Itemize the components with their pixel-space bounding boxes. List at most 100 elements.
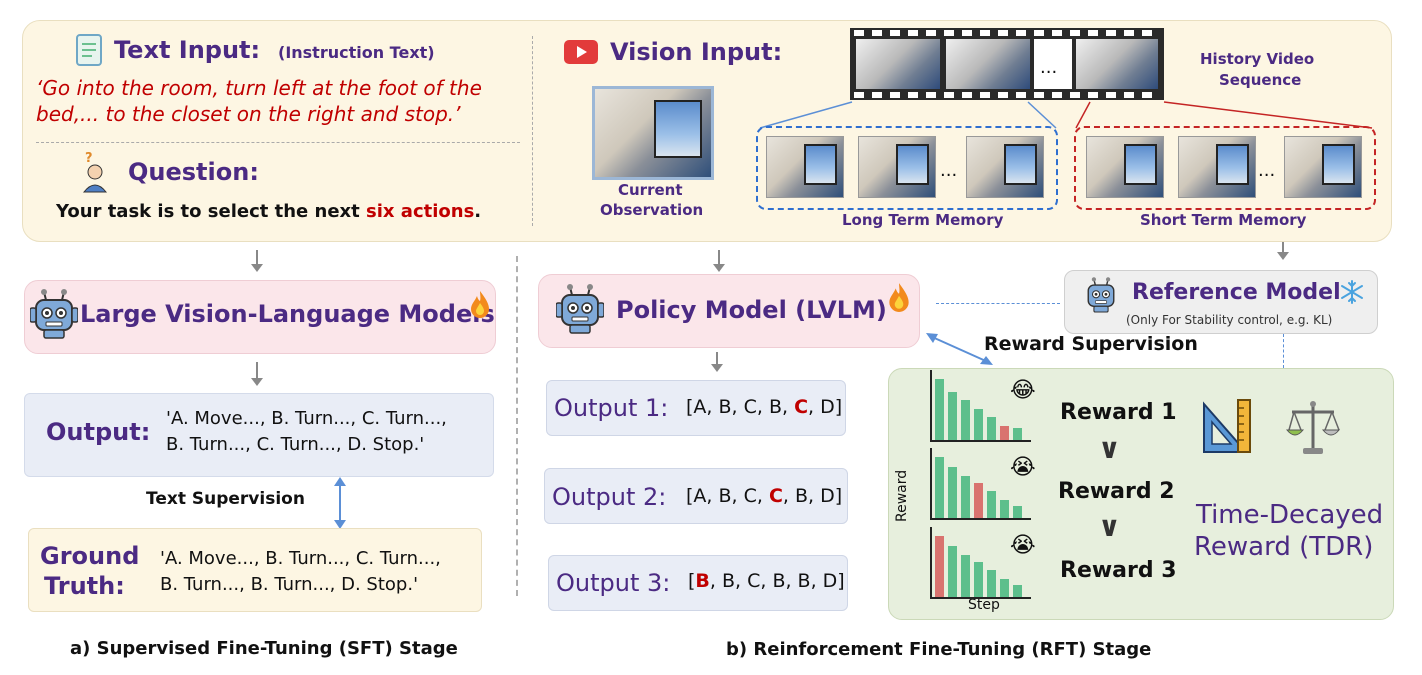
film-frame-ellipsis: ... xyxy=(1034,39,1072,89)
tdr-panel xyxy=(888,368,1394,620)
output-1-actions: [A, B, C, B, C, D] xyxy=(686,396,842,418)
reward-chart-1-bar-1 xyxy=(935,379,944,440)
ltm-frame-1 xyxy=(766,136,844,198)
output-2-post: , B, D] xyxy=(782,485,843,507)
emoji-cry-icon-2: 😭 xyxy=(1010,533,1036,558)
reward-chart-1-bar-6 xyxy=(1000,426,1009,440)
ltm-frame-2 xyxy=(858,136,936,198)
reward-chart-2-bar-5 xyxy=(987,491,996,518)
text-input-subtitle: (Instruction Text) xyxy=(278,43,435,62)
reward-chart-2-bar-2 xyxy=(948,467,957,518)
ground-truth-label-1: Ground xyxy=(40,542,140,570)
current-observation-label-1: Current xyxy=(618,181,683,199)
question-highlight: six actions xyxy=(366,201,475,222)
reward-chart-3-bar-4 xyxy=(974,562,983,597)
arrow-lvlm-to-output xyxy=(251,362,263,386)
policy-flame-icon xyxy=(888,282,910,312)
tdr-label-2: Reward (TDR) xyxy=(1194,532,1374,562)
current-observation-label-2: Observation xyxy=(600,201,704,219)
sft-output-box xyxy=(24,393,494,477)
reference-model-subtitle: (Only For Stability control, e.g. KL) xyxy=(1126,313,1333,327)
reward-chart-2-bar-3 xyxy=(961,476,970,518)
reward-chart-3-bar-1 xyxy=(935,536,944,597)
stage-divider xyxy=(516,256,518,596)
sft-output-line-2: B. Turn..., C. Turn..., D. Stop.' xyxy=(166,434,425,455)
film-sprocket-top xyxy=(854,30,1160,36)
question-prefix: Your task is to select the next xyxy=(56,201,367,222)
current-observation-image xyxy=(592,86,714,180)
output-2-label: Output 2: xyxy=(552,483,667,511)
film-frame-2 xyxy=(946,39,1030,89)
question-person-icon: ? xyxy=(80,150,110,194)
text-supervision-arrow xyxy=(334,477,346,529)
reward-3-label: Reward 3 xyxy=(1060,558,1177,583)
ground-truth-box xyxy=(28,528,482,612)
reward-chart-1-axis xyxy=(930,370,1031,442)
output-1-label: Output 1: xyxy=(554,394,669,422)
arrow-input-to-lvlm xyxy=(251,250,263,272)
output-2-pre: [A, B, C, xyxy=(686,485,769,507)
reward-supervision-arrow xyxy=(926,333,993,365)
arrow-input-to-reference xyxy=(1277,242,1289,260)
rft-caption: b) Reinforcement Fine-Tuning (RFT) Stage xyxy=(726,639,1152,660)
short-term-memory-box xyxy=(1074,126,1376,210)
output-3-box xyxy=(548,555,848,611)
reward-chart-1-bar-2 xyxy=(948,392,957,440)
reference-model-box xyxy=(1064,270,1378,334)
tdr-label-1: Time-Decayed xyxy=(1196,500,1384,530)
stm-frame-1 xyxy=(1086,136,1164,198)
reward-chart-2-bar-4 xyxy=(974,483,983,518)
question-title: Question: xyxy=(128,158,259,186)
reward-chart-1-bar-5 xyxy=(987,417,996,440)
instruction-line-2: bed,... to the closet on the right and s… xyxy=(36,102,461,126)
reward-chart-2-bar-6 xyxy=(1000,500,1009,518)
arrow-input-to-policy xyxy=(713,250,725,272)
reward-chart-1-bar-3 xyxy=(961,400,970,440)
ground-truth-label-2: Truth: xyxy=(44,572,125,600)
question-text: Your task is to select the next six acti… xyxy=(56,201,481,222)
history-label-1: History Video xyxy=(1200,50,1315,68)
policy-robot-icon xyxy=(555,283,605,335)
output-1-highlight: C xyxy=(794,396,809,418)
reference-model-label: Reference Model xyxy=(1132,280,1341,305)
short-term-memory-label: Short Term Memory xyxy=(1140,211,1307,229)
output-1-box xyxy=(546,380,846,436)
instruction-line-1: ‘Go into the room, turn left at the foot… xyxy=(36,76,482,100)
sft-output-line-1: 'A. Move..., B. Turn..., C. Turn..., xyxy=(166,408,447,429)
stm-frame-2 xyxy=(1178,136,1256,198)
output-2-highlight: C xyxy=(768,485,783,507)
output-1-pre: [A, B, C, B, xyxy=(686,396,795,418)
chevron-down-icon-2: ∨ xyxy=(1098,510,1121,543)
reference-to-tdr-link xyxy=(1283,334,1284,368)
history-label-2: Sequence xyxy=(1219,71,1302,89)
stm-frame-3 xyxy=(1284,136,1362,198)
vision-input-title: Vision Input: xyxy=(610,38,783,66)
output-3-label: Output 3: xyxy=(556,569,671,597)
reward-1-label: Reward 1 xyxy=(1060,400,1177,425)
reward-chart-3-bar-3 xyxy=(961,555,970,597)
step-axis-label: Step xyxy=(968,597,1000,613)
policy-model-label: Policy Model (LVLM) xyxy=(616,296,887,324)
lvlm-label: Large Vision-Language Models xyxy=(80,300,495,328)
svg-text:?: ? xyxy=(85,151,93,166)
ruler-icon xyxy=(1200,398,1254,456)
text-input-title: Text Input: xyxy=(114,36,261,64)
emoji-laugh-icon: 😂 xyxy=(1010,378,1036,403)
sft-caption: a) Supervised Fine-Tuning (SFT) Stage xyxy=(70,638,458,659)
reward-chart-3-bar-5 xyxy=(987,570,996,597)
text-supervision-label: Text Supervision xyxy=(146,489,305,509)
chevron-down-icon-1: ∨ xyxy=(1098,432,1121,465)
reward-chart-3-bar-6 xyxy=(1000,579,1009,597)
flame-icon xyxy=(470,290,490,318)
sft-output-label: Output: xyxy=(46,418,151,446)
history-filmstrip: ... xyxy=(850,28,1164,100)
arrow-policy-to-outputs xyxy=(711,352,723,372)
policy-reference-link xyxy=(936,303,1060,304)
snowflake-icon xyxy=(1340,280,1364,304)
output-3-actions: [B, B, C, B, B, D] xyxy=(688,570,845,592)
reward-chart-3-axis xyxy=(930,527,1031,599)
reward-chart-2-bar-7 xyxy=(1013,506,1022,518)
ground-truth-line-2: B. Turn..., B. Turn..., D. Stop.' xyxy=(160,574,419,595)
film-frame-1 xyxy=(856,39,940,89)
ltm-ellipsis: ... xyxy=(940,160,958,181)
